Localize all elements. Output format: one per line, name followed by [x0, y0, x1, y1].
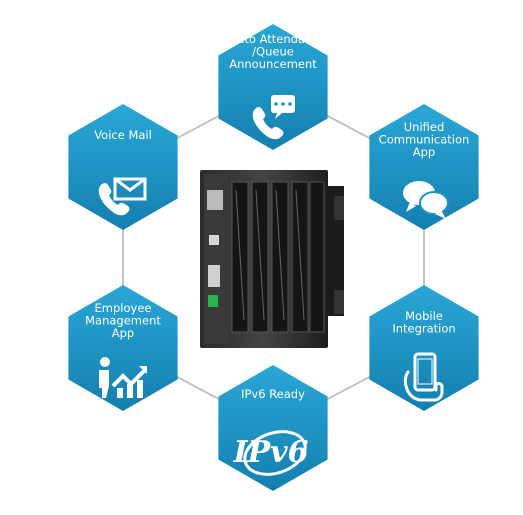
- hexagon-tile: [369, 104, 479, 230]
- hexagon-tile: [68, 285, 178, 411]
- employee-chart-icon: [99, 357, 147, 398]
- phone-envelope-icon: [98, 177, 147, 216]
- hexagon-tile: [218, 365, 328, 491]
- chat-bubbles-icon: [403, 181, 449, 219]
- feature-label: Voice Mail: [94, 128, 152, 142]
- hexagon-tile: [369, 285, 479, 411]
- feature-node-voice-mail: Voice Mail: [68, 104, 178, 230]
- smartphone-hand-icon: [403, 352, 444, 402]
- hexagon-tile: [218, 24, 328, 150]
- feature-label: IPv6 Ready: [241, 387, 305, 401]
- ip-pbx-server-chassis: [200, 170, 344, 348]
- ipv6-logo-icon: IPv6: [233, 430, 309, 476]
- ipv6-logo-text: IPv6: [233, 435, 309, 470]
- hexagon-tile: [68, 104, 178, 230]
- phone-chat-icon: [252, 95, 295, 140]
